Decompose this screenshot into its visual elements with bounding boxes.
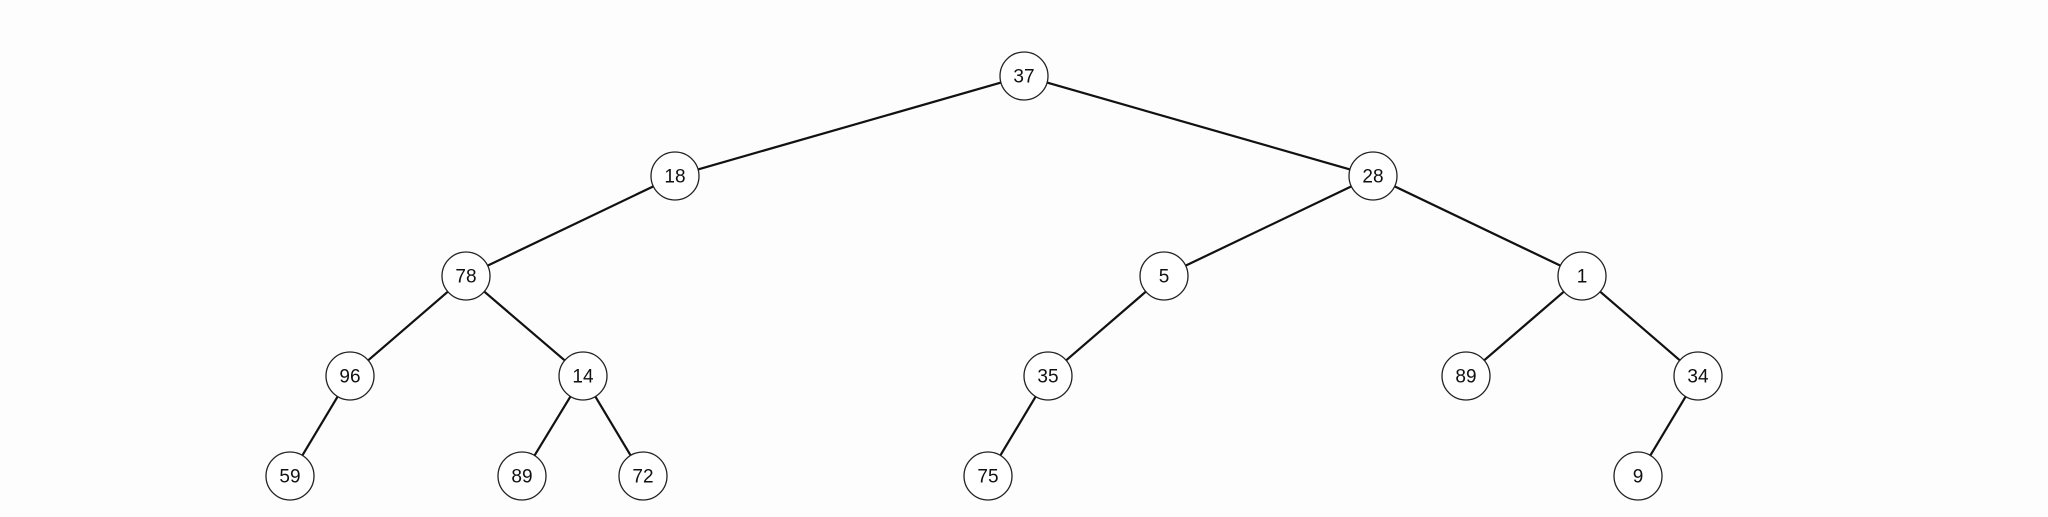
node-label: 5 [1159,267,1170,288]
node-circle [1557,251,1607,301]
tree-edge-96-59 [301,396,339,456]
tree-node: 18 [650,151,700,201]
tree-edge-14-89 [533,395,572,457]
node-label: 34 [1687,367,1709,388]
tree-edge-78-96 [367,290,449,362]
node-circle [497,451,547,501]
node-label: 72 [632,467,653,488]
node-circle [558,351,608,401]
node-circle [1613,451,1663,501]
node-label: 35 [1037,367,1058,388]
tree-edge-35-75 [999,396,1037,456]
tree-node: 28 [1348,151,1398,201]
node-label: 1 [1577,267,1588,288]
tree-edge-1-34 [1599,290,1681,362]
node-circle [650,151,700,201]
tree-node: 78 [441,251,491,301]
tree-node: 1 [1557,251,1607,301]
node-circle [1139,251,1189,301]
node-label: 9 [1633,467,1644,488]
tree-node: 72 [618,451,668,501]
node-circle [1441,351,1491,401]
node-circle [963,451,1013,501]
node-circle [265,451,315,501]
tree-edge-18-78 [487,185,654,267]
tree-node: 89 [497,451,547,501]
tree-node: 14 [558,351,608,401]
node-label: 78 [455,267,476,288]
tree-edge-28-5 [1185,185,1352,267]
tree-edge-37-18 [697,81,1002,171]
tree-edge-28-1 [1394,185,1561,267]
node-label: 96 [339,367,360,388]
node-circle [1023,351,1073,401]
edges-layer [301,81,1687,457]
tree-node: 5 [1139,251,1189,301]
tree-edge-14-72 [594,396,632,456]
tree-edge-34-9 [1649,396,1687,456]
node-label: 89 [1455,367,1476,388]
nodes-layer: 37 18 28 78 5 1 96 14 35 89 34 59 89 72 75 9 [265,51,1723,501]
node-circle [1673,351,1723,401]
node-circle [1348,151,1398,201]
node-circle [441,251,491,301]
node-label: 28 [1362,167,1383,188]
tree-edge-5-35 [1065,290,1147,362]
node-circle [325,351,375,401]
node-label: 75 [977,467,998,488]
node-circle [999,51,1049,101]
node-label: 59 [279,467,300,488]
node-circle [618,451,668,501]
tree-edge-37-28 [1046,81,1351,171]
tree-node: 59 [265,451,315,501]
tree-node: 9 [1613,451,1663,501]
tree-node: 96 [325,351,375,401]
tree-node: 35 [1023,351,1073,401]
tree-node: 89 [1441,351,1491,401]
tree-edge-1-89 [1483,290,1565,362]
tree-node: 37 [999,51,1049,101]
tree-node: 34 [1673,351,1723,401]
node-label: 89 [511,467,532,488]
tree-edge-78-14 [483,290,566,362]
tree-node: 75 [963,451,1013,501]
node-label: 14 [572,367,594,388]
node-label: 37 [1013,67,1034,88]
node-label: 18 [664,167,685,188]
